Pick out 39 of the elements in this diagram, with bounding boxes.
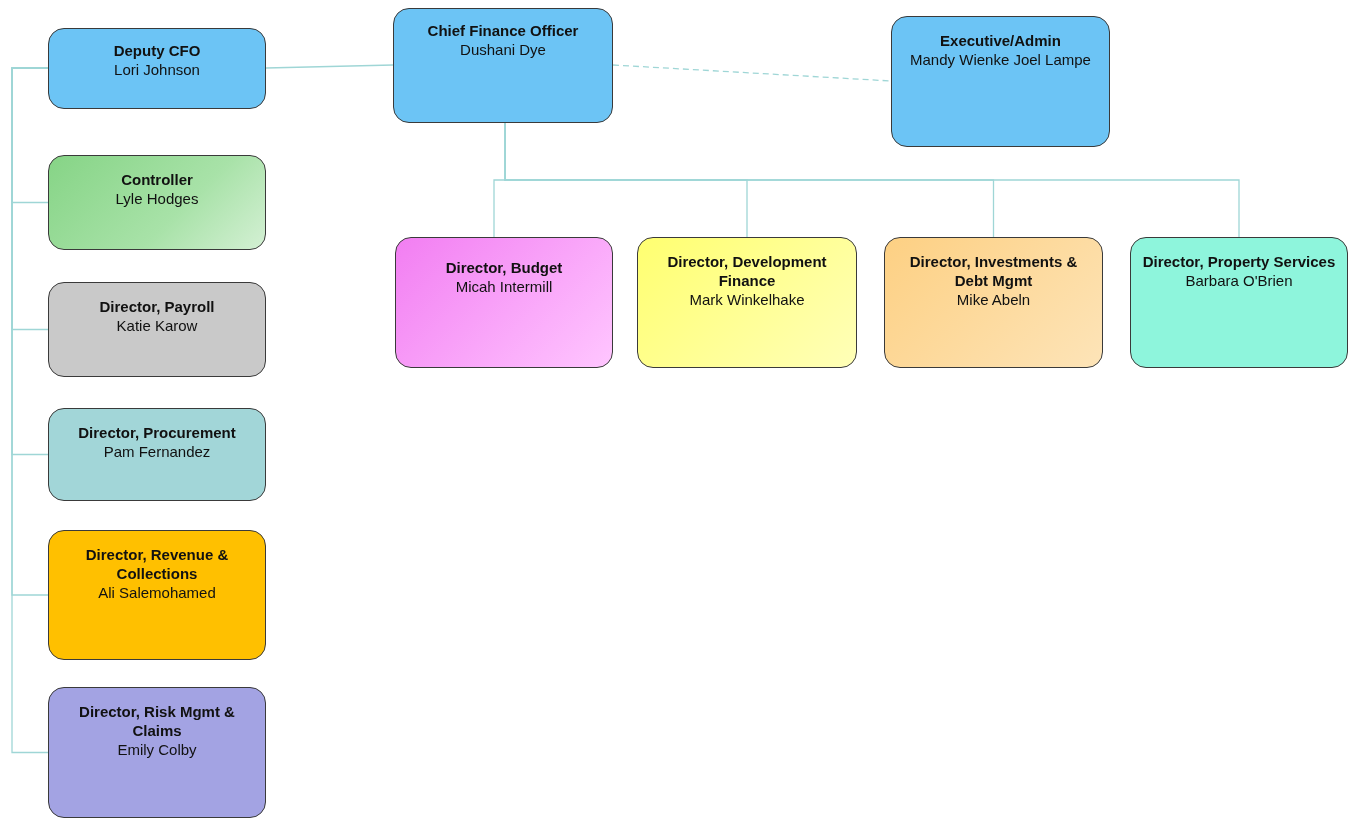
person-name: Micah Intermill — [455, 277, 553, 296]
person-name: Emily Colby — [117, 740, 197, 759]
connector-line — [265, 64, 394, 69]
person-name: Dushani Dye — [460, 40, 546, 59]
role-title: Director, Revenue & Collections — [84, 545, 230, 583]
person-name: Ali Salemohamed — [98, 583, 216, 602]
org-box — [48, 155, 266, 250]
org-box — [891, 16, 1110, 147]
org-box — [395, 237, 613, 368]
person-name: Katie Karow — [116, 316, 198, 335]
role-title: Director, Development Finance — [666, 252, 828, 290]
person-name: Mark Winkelhake — [689, 290, 805, 309]
org-box — [48, 408, 266, 501]
org-box — [48, 687, 266, 818]
role-title: Executive/Admin — [940, 31, 1061, 50]
person-name: Lyle Hodges — [115, 189, 199, 208]
person-name: Mandy Wienke Joel Lampe — [910, 50, 1091, 69]
org-box — [48, 28, 266, 109]
role-title: Director, Investments & Debt Mgmt — [908, 252, 1079, 290]
org-box — [393, 8, 613, 123]
role-title: Director, Budget — [445, 258, 563, 277]
person-name: Pam Fernandez — [103, 442, 211, 461]
role-title: Deputy CFO — [113, 41, 201, 60]
org-box — [884, 237, 1103, 368]
role-title: Director, Property Services — [1142, 252, 1336, 271]
person-name: Lori Johnson — [114, 60, 200, 79]
role-title: Controller — [121, 170, 193, 189]
person-name: Barbara O'Brien — [1185, 271, 1293, 290]
org-box — [637, 237, 857, 368]
org-box — [1130, 237, 1348, 368]
role-title: Director, Payroll — [99, 297, 215, 316]
org-box — [48, 282, 266, 377]
connector-line — [612, 64, 892, 82]
person-name: Mike Abeln — [956, 290, 1031, 309]
role-title: Chief Finance Officer — [427, 21, 579, 40]
role-title: Director, Risk Mgmt & Claims — [78, 702, 236, 740]
role-title: Director, Procurement — [78, 423, 236, 442]
connector-line — [11, 67, 49, 754]
org-box — [48, 530, 266, 660]
